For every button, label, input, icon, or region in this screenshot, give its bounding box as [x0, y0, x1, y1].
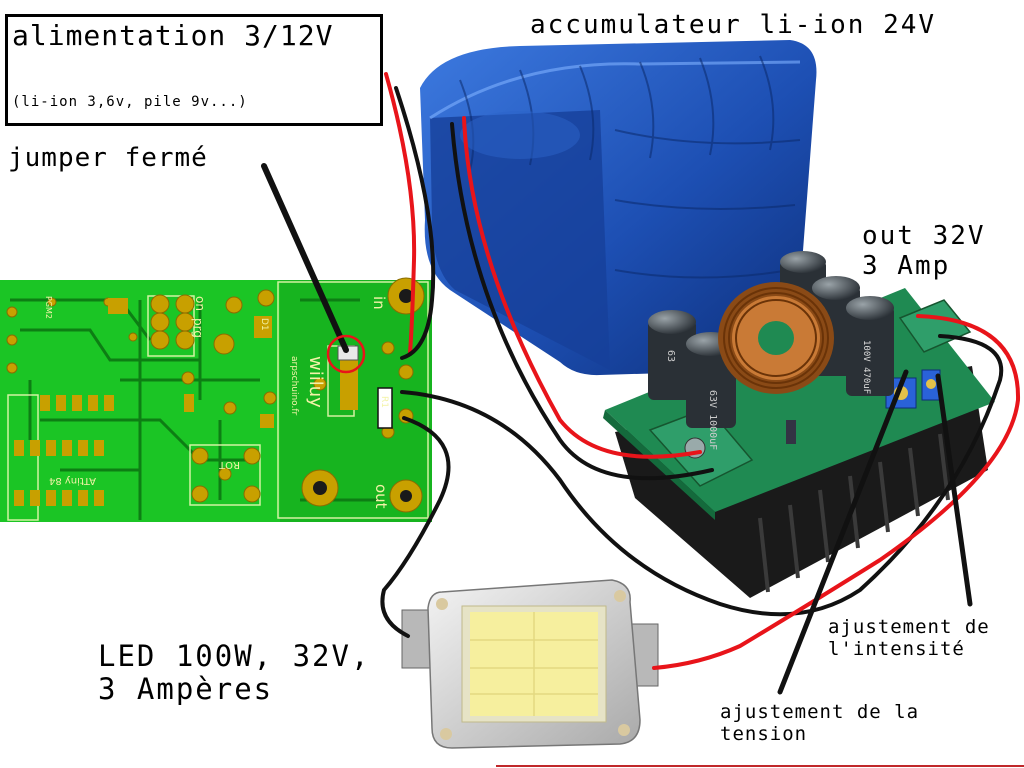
wires — [380, 72, 1021, 670]
power-supply-title: alimentation 3/12V — [12, 19, 334, 52]
led-module — [401, 579, 659, 749]
pcb-prg-text: prg — [191, 318, 205, 338]
pcb-out-text: out — [372, 484, 390, 509]
battery-pack — [420, 40, 817, 376]
voltage-adjust-label: ajustement de la tension — [720, 701, 920, 745]
intensity-pointer — [935, 373, 973, 607]
annotation-pointers — [261, 163, 973, 695]
pcb-url-text: arpschuino.fr — [289, 356, 299, 416]
capacitor-marking-2: 63 — [665, 350, 676, 362]
converter-output-label: out 32V 3 Amp — [862, 221, 986, 281]
pcb-on-text: on — [193, 296, 207, 311]
led-label: LED 100W, 32V, 3 Ampères — [98, 639, 371, 707]
power-supply-subtitle: (li-ion 3,6v, pile 9v...) — [12, 94, 248, 110]
pcb-rot-text: ROT — [218, 459, 240, 470]
pcb-r1-text: R1 — [379, 396, 389, 408]
intensity-adjust-label: ajustement de l'intensité — [828, 616, 990, 660]
capacitor-marking-3: 100V 470uF — [861, 340, 871, 394]
pcb-brand-text: wiiluy — [305, 356, 326, 408]
boost-converter: 63V 1000uF 63 100V 470uF — [603, 251, 995, 598]
battery-label: accumulateur li-ion 24V — [530, 10, 937, 40]
pcb-pgm-text: PGM2 — [44, 296, 53, 319]
pcb-in-text: in — [370, 296, 388, 310]
pcb-chip-text: ATtiny 84 — [49, 475, 96, 486]
arduino-pcb: wiiluy arpschuino.fr in out on prg ROT A… — [0, 277, 432, 522]
jumper-pointer — [261, 163, 349, 353]
pcb-d1-text: D1 — [259, 318, 269, 331]
power-supply-box — [5, 14, 383, 126]
toroid-inductor — [718, 282, 834, 394]
voltage-pointer — [777, 369, 909, 695]
jumper-highlight-circle — [326, 334, 366, 374]
capacitor-marking: 63V 1000uF — [707, 390, 718, 450]
jumper-label: jumper fermé — [8, 143, 208, 173]
